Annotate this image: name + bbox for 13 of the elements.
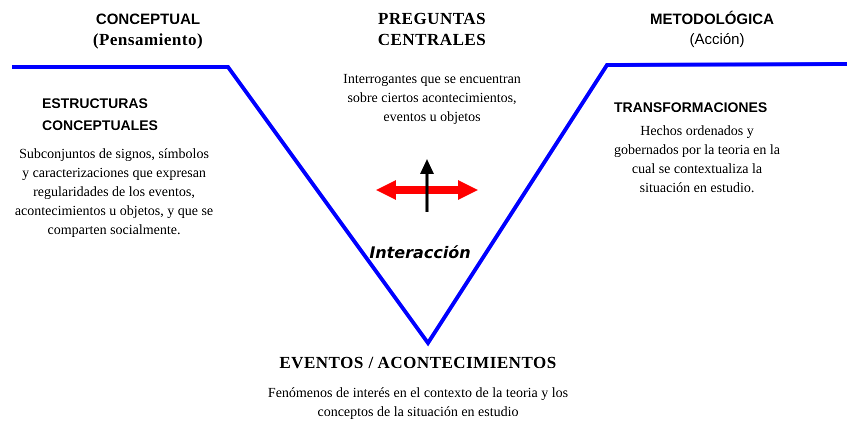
section-heading: ESTRUCTURAS CONCEPTUALES	[42, 94, 159, 135]
column-heading: CONCEPTUAL	[94, 10, 202, 30]
column-subheading: (Pensamiento)	[92, 30, 204, 50]
description-text: Subconjuntos de signos, símbolos y caracterizaciones que expresan regularidades de los eventos, acontecimientos u objetos, y que se comparten socialmente.	[14, 146, 214, 240]
description-text: Fenómenos de interés en el contexto de la teoria y los conceptos de la situación en estudio	[266, 385, 570, 422]
section-heading: EVENTOS / ACONTECIMIENTOS	[278, 352, 558, 374]
column-heading: METODOLÓGICA	[649, 10, 775, 30]
description-text: Interrogantes que se encuentran sobre ciertos acontecimientos, eventos u objetos	[342, 71, 522, 127]
section-heading: TRANSFORMACIONES	[614, 98, 768, 117]
column-heading: PREGUNTAS CENTRALES	[376, 8, 488, 50]
interaction-label: Interacción	[368, 242, 472, 264]
column-subheading: (Acción)	[688, 30, 746, 50]
description-text: Hechos ordenados y gobernados por la teoria en la cual se contextualiza la situación en estudio.	[613, 123, 781, 198]
